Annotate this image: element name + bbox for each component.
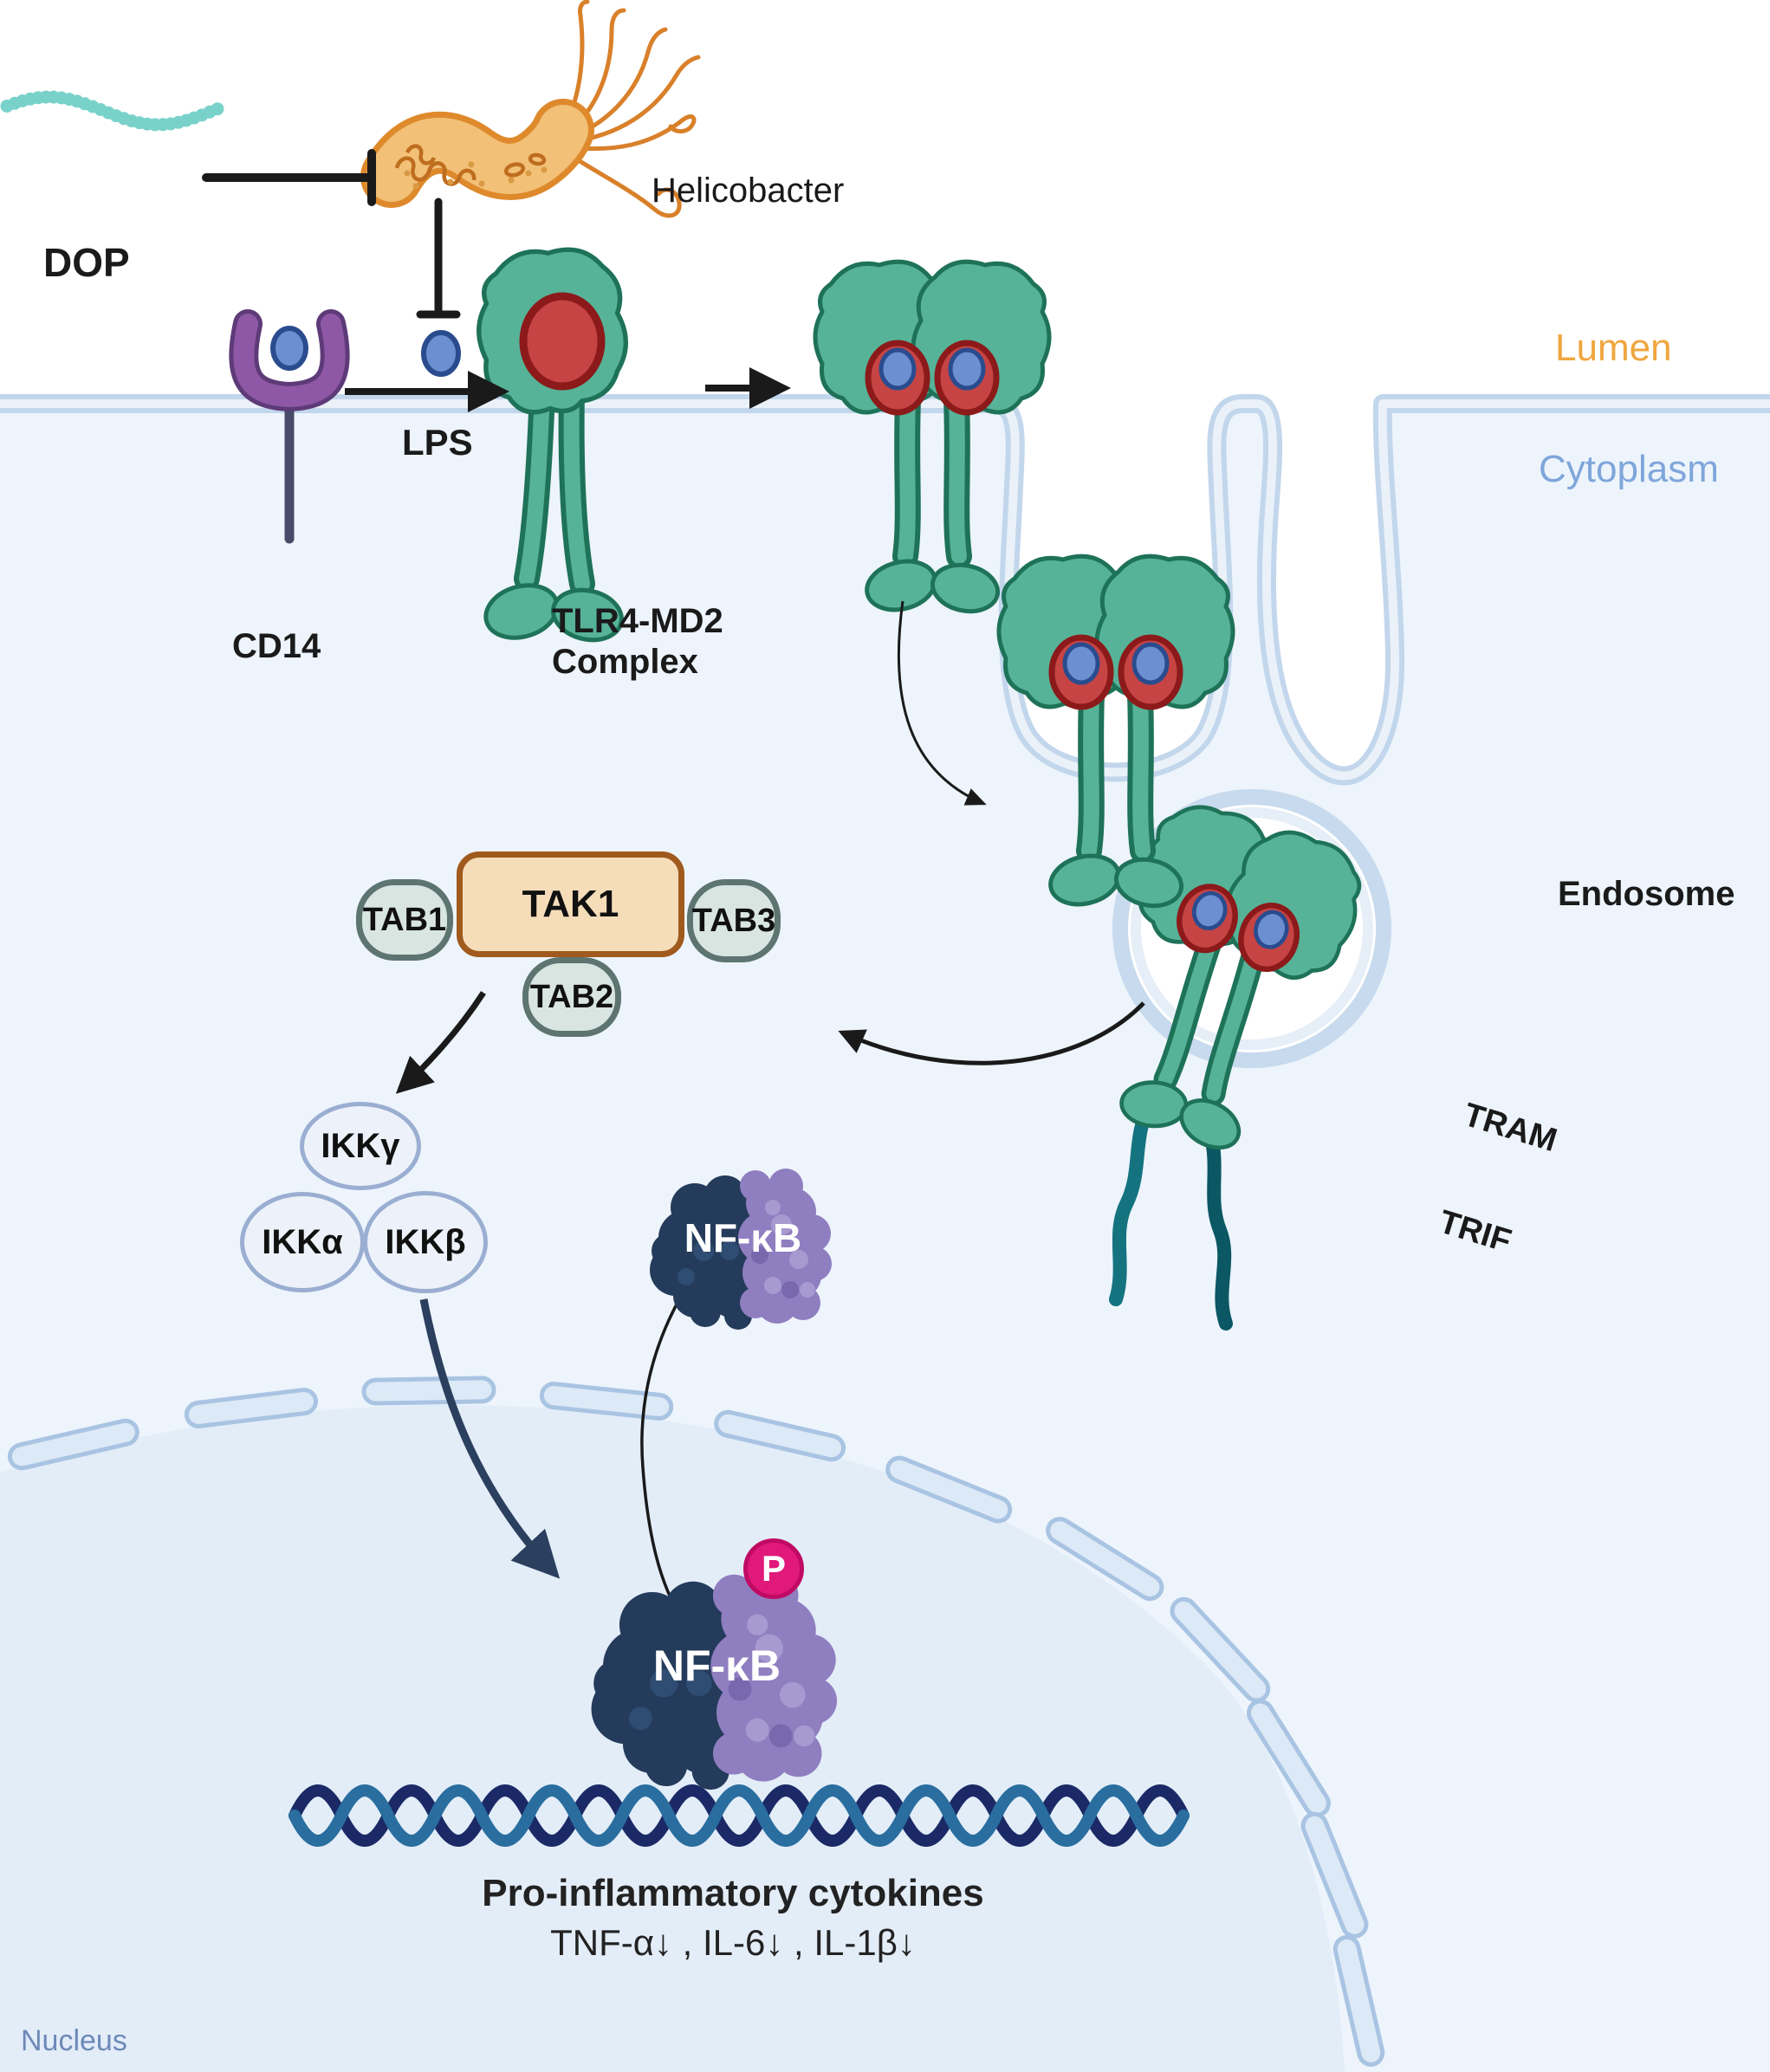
arrow-tak1-to-ikk [395, 991, 486, 1094]
cytokines-title: Pro-inflammatory cytokines [482, 1872, 984, 1914]
dop-polysaccharide-chain [0, 90, 224, 132]
ikk-beta-node: IKKβ [363, 1191, 488, 1293]
nucleus-label: Nucleus [21, 2024, 127, 2057]
tlr4-md2-monomer [479, 249, 627, 643]
arrow-ikk-to-nucleus [419, 1298, 561, 1579]
phospho-badge: P [743, 1538, 804, 1599]
arrow-dimer-to-pit [897, 600, 987, 806]
cytoplasm-label: Cytoplasm [1539, 448, 1719, 490]
ikk-alpha-label: IKKα [262, 1222, 343, 1261]
tlr4-md2-label-line1: TLR4-MD2 [552, 602, 723, 640]
tab3-node: TAB3 [687, 879, 781, 962]
ikk-gamma-label: IKKγ [321, 1126, 400, 1165]
tab2-label: TAB2 [529, 978, 614, 1015]
tab1-label: TAB1 [362, 901, 447, 938]
lps-bound-cd14 [270, 326, 308, 371]
tlr4-endosome-dimer [1069, 793, 1374, 1331]
trif-tail [1199, 1115, 1233, 1331]
nfkb-cytoplasm-label: NF-κB [684, 1215, 802, 1260]
tab1-node: TAB1 [356, 879, 453, 961]
ikk-beta-label: IKKβ [385, 1222, 466, 1261]
tlr4-md2-label-line2: Complex [552, 643, 698, 682]
ikk-gamma-node: IKKγ [300, 1102, 421, 1190]
arrow-endosome-to-tak1 [838, 1001, 1145, 1065]
tab3-label: TAB3 [691, 902, 776, 939]
nucleus-envelope [7, 1376, 1385, 2067]
tlr4-md2-label: TLR4-MD2 Complex [552, 601, 723, 683]
lumen-label: Lumen [1555, 327, 1672, 369]
tak1-label: TAK1 [522, 883, 619, 925]
dop-label: DOP [43, 240, 130, 285]
endosome-label: Endosome [1558, 875, 1735, 913]
lps-label: LPS [402, 422, 473, 463]
nfkb-nucleus-label: NF-κB [652, 1641, 781, 1690]
lps-molecule [421, 330, 461, 377]
phospho-label: P [761, 1548, 786, 1589]
ikk-alpha-node: IKKα [240, 1192, 365, 1292]
dna-helix [289, 1784, 1190, 1847]
tak1-node: TAK1 [457, 851, 684, 957]
helicobacter-bacterium [360, 0, 701, 218]
inhibition-helicobacter-lps [416, 197, 461, 319]
cd14-label: CD14 [232, 627, 321, 665]
tab2-node: TAB2 [522, 957, 621, 1037]
tram-tail [1109, 1095, 1159, 1306]
helicobacter-label: Helicobacter [652, 172, 845, 210]
inhibition-dop-helicobacter [202, 149, 376, 206]
cytokines-list: TNF-α↓ , IL-6↓ , IL-1β↓ [550, 1922, 916, 1963]
cd14-receptor [229, 309, 350, 544]
